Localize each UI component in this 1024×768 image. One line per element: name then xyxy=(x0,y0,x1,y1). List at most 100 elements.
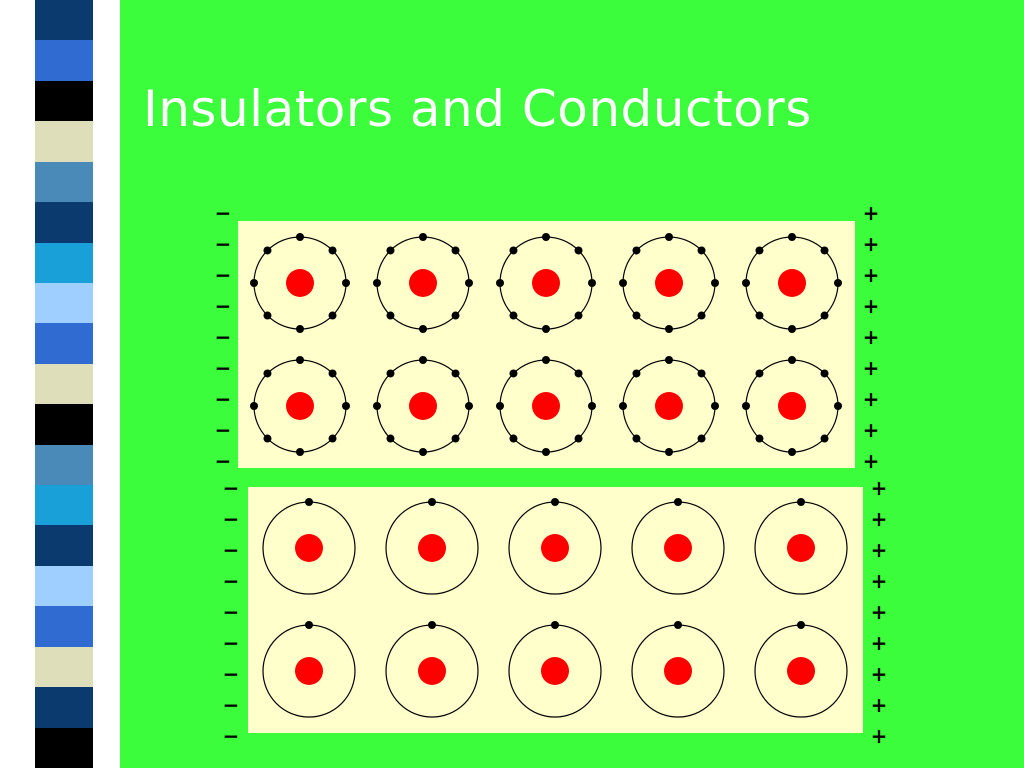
positive-charge-sign: + xyxy=(863,294,880,318)
positive-charge-sign: + xyxy=(863,263,880,287)
electron xyxy=(419,448,427,456)
electron xyxy=(373,279,381,287)
electron xyxy=(588,402,596,410)
atom xyxy=(742,233,842,333)
atom xyxy=(619,233,719,333)
electron xyxy=(574,434,583,443)
electron xyxy=(509,311,518,320)
atom xyxy=(385,621,479,718)
electron xyxy=(296,325,304,333)
stripe-block xyxy=(35,323,93,365)
atom xyxy=(619,356,719,456)
electron xyxy=(496,279,504,287)
stripe-block xyxy=(35,202,93,244)
electron xyxy=(820,369,829,378)
electron xyxy=(263,369,272,378)
stripe-block xyxy=(35,606,93,648)
electron xyxy=(788,356,796,364)
stripe-block xyxy=(35,727,93,768)
nucleus xyxy=(418,657,446,685)
electron xyxy=(834,402,842,410)
stripe-block xyxy=(35,80,93,123)
electron xyxy=(428,621,436,629)
atom xyxy=(631,621,725,718)
conductor-panel: −−−−−−−−−+++++++++ xyxy=(223,476,888,748)
electron xyxy=(697,434,706,443)
nucleus xyxy=(532,392,560,420)
electron xyxy=(574,369,583,378)
positive-charge-sign: + xyxy=(863,387,880,411)
positive-charge-sign: + xyxy=(863,418,880,442)
panel-background xyxy=(238,221,855,468)
electron xyxy=(697,369,706,378)
negative-charge-sign: − xyxy=(223,662,240,686)
atom xyxy=(631,498,725,595)
nucleus xyxy=(787,657,815,685)
electron xyxy=(632,246,641,255)
electron xyxy=(451,246,460,255)
nucleus xyxy=(295,534,323,562)
electron xyxy=(755,246,764,255)
negative-charge-sign: − xyxy=(223,476,240,500)
positive-charge-sign: + xyxy=(871,600,888,624)
electron xyxy=(386,434,395,443)
electron xyxy=(386,369,395,378)
electron xyxy=(263,246,272,255)
electron xyxy=(542,233,550,241)
stripe-edge xyxy=(93,0,120,768)
negative-charge-sign: − xyxy=(223,507,240,531)
positive-charge-sign: + xyxy=(871,507,888,531)
electron xyxy=(263,311,272,320)
nucleus xyxy=(541,657,569,685)
insulator-panel: −−−−−−−−−+++++++++ xyxy=(215,201,880,473)
stripe-block xyxy=(35,363,93,406)
electron xyxy=(296,356,304,364)
electron xyxy=(755,369,764,378)
electron xyxy=(632,369,641,378)
electron xyxy=(250,402,258,410)
electron xyxy=(342,279,350,287)
electron xyxy=(386,246,395,255)
electron xyxy=(419,233,427,241)
decorative-side-stripe xyxy=(0,0,120,768)
stripe-block xyxy=(35,444,93,487)
atom xyxy=(373,233,473,333)
positive-charge-sign: + xyxy=(871,569,888,593)
electron xyxy=(665,325,673,333)
nucleus xyxy=(409,392,437,420)
negative-charge-sign: − xyxy=(215,325,232,349)
stripe-band xyxy=(35,0,93,768)
electron xyxy=(451,311,460,320)
electron xyxy=(551,498,559,506)
atom xyxy=(250,356,350,456)
electron xyxy=(465,402,473,410)
electron xyxy=(788,233,796,241)
nucleus xyxy=(655,392,683,420)
positive-charge-sign: + xyxy=(871,724,888,748)
negative-charge-sign: − xyxy=(215,418,232,442)
stripe-block xyxy=(35,404,93,446)
electron xyxy=(619,279,627,287)
electron xyxy=(509,369,518,378)
atom xyxy=(508,621,602,718)
nucleus xyxy=(409,269,437,297)
electron xyxy=(742,402,750,410)
electron xyxy=(328,369,337,378)
electron xyxy=(305,621,313,629)
electron xyxy=(263,434,272,443)
nucleus xyxy=(664,657,692,685)
electron xyxy=(373,402,381,410)
negative-charge-sign: − xyxy=(215,294,232,318)
electron xyxy=(820,434,829,443)
nucleus xyxy=(286,392,314,420)
positive-charge-sign: + xyxy=(871,693,888,717)
electron xyxy=(296,233,304,241)
electron xyxy=(551,621,559,629)
electron xyxy=(328,434,337,443)
stripe-block xyxy=(35,121,93,163)
atom xyxy=(754,498,848,595)
negative-charge-sign: − xyxy=(215,201,232,225)
slide-title: Insulators and Conductors xyxy=(143,80,812,138)
positive-charge-sign: + xyxy=(863,201,880,225)
